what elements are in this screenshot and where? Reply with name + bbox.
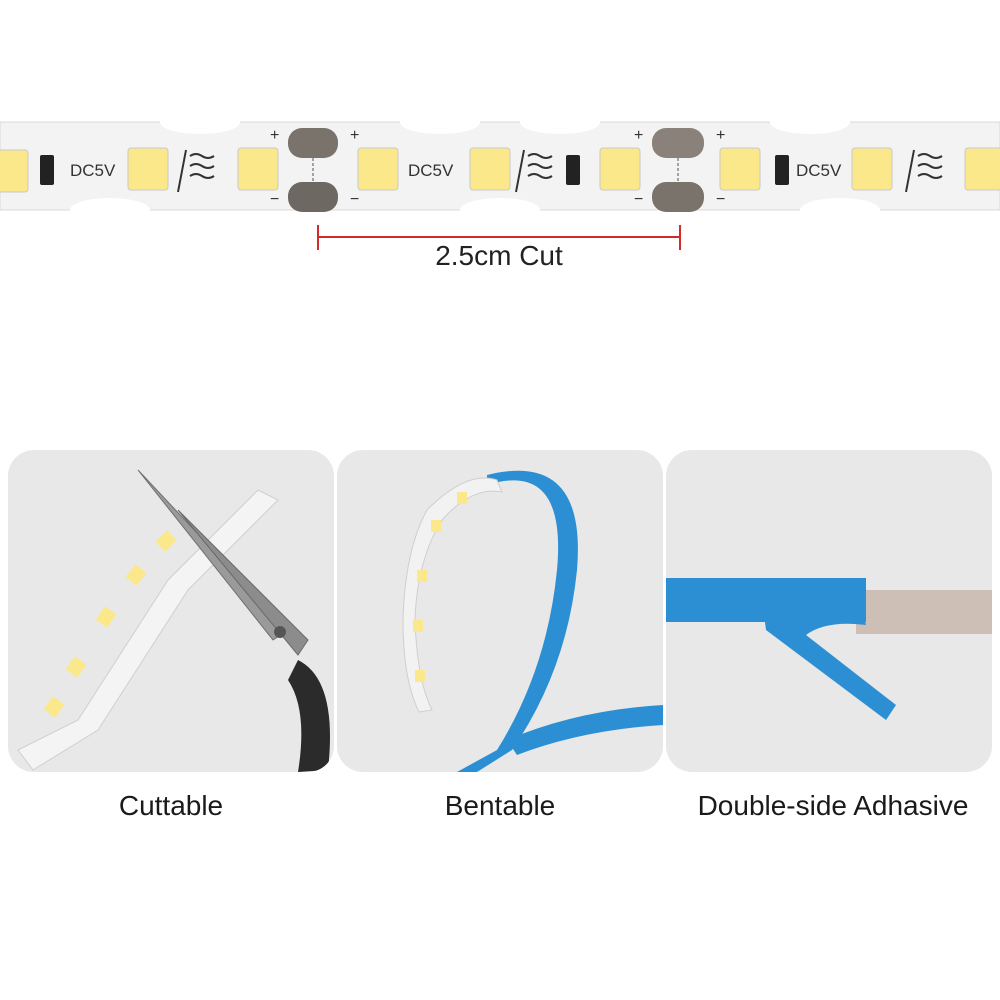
scissors-cutting-illustration <box>17 469 330 772</box>
adhesive-tape-illustration <box>666 578 992 720</box>
led-strip-illustration: DC5V DC5V DC5V + + − − + + − − <box>0 110 1000 250</box>
feature-caption-cuttable: Cuttable <box>118 790 224 821</box>
resistor <box>775 155 789 185</box>
strip-backing <box>856 590 992 634</box>
led-chip <box>127 147 169 191</box>
feature-card-cuttable <box>8 450 334 772</box>
wave-icon <box>515 149 553 193</box>
scissors-pivot <box>274 626 286 638</box>
led-chip <box>469 147 511 191</box>
wave-icon <box>177 149 215 193</box>
plus-sign: + <box>270 127 279 144</box>
wave-icon <box>905 149 943 193</box>
strip-bottom-notches <box>70 198 880 222</box>
minus-sign: − <box>716 191 725 208</box>
led-chip <box>0 149 29 193</box>
cut-dimension-line <box>317 225 681 250</box>
resistor <box>40 155 54 185</box>
led-chip <box>851 147 893 191</box>
solder-pads-left: + + − − <box>270 127 359 212</box>
feature-caption-bentable: Bentable <box>444 790 556 821</box>
bent-strip-illustration <box>402 470 663 772</box>
led-chip <box>357 147 399 191</box>
cut-length-label: 2.5cm Cut <box>435 240 563 271</box>
plus-sign: + <box>716 127 725 144</box>
plus-sign: + <box>634 127 643 144</box>
strip-top-notches <box>160 110 850 134</box>
led-chip <box>719 147 761 191</box>
feature-caption-adhesive: Double-side Adhasive <box>697 790 969 821</box>
feature-card-bentable <box>337 450 663 772</box>
solder-pads-right: + + − − <box>634 127 725 212</box>
blue-tape-loop <box>457 470 578 772</box>
voltage-label: DC5V <box>796 161 842 180</box>
minus-sign: − <box>634 191 643 208</box>
blue-tape-curl <box>764 578 896 720</box>
voltage-label: DC5V <box>408 161 454 180</box>
scissors-handle <box>288 660 330 772</box>
voltage-labels: DC5V DC5V DC5V <box>70 161 842 180</box>
voltage-label: DC5V <box>70 161 116 180</box>
minus-sign: − <box>350 191 359 208</box>
strip-resistors <box>40 155 789 185</box>
led-chip <box>237 147 279 191</box>
feature-card-adhesive <box>666 450 992 772</box>
plus-sign: + <box>350 127 359 144</box>
scissors-blade <box>177 509 309 656</box>
strip-segment <box>17 489 279 771</box>
minus-sign: − <box>270 191 279 208</box>
resistor <box>566 155 580 185</box>
led-chip <box>964 147 1000 191</box>
led-chip <box>599 147 641 191</box>
strip-leds <box>0 147 1000 193</box>
blue-tape-tail <box>507 705 663 755</box>
